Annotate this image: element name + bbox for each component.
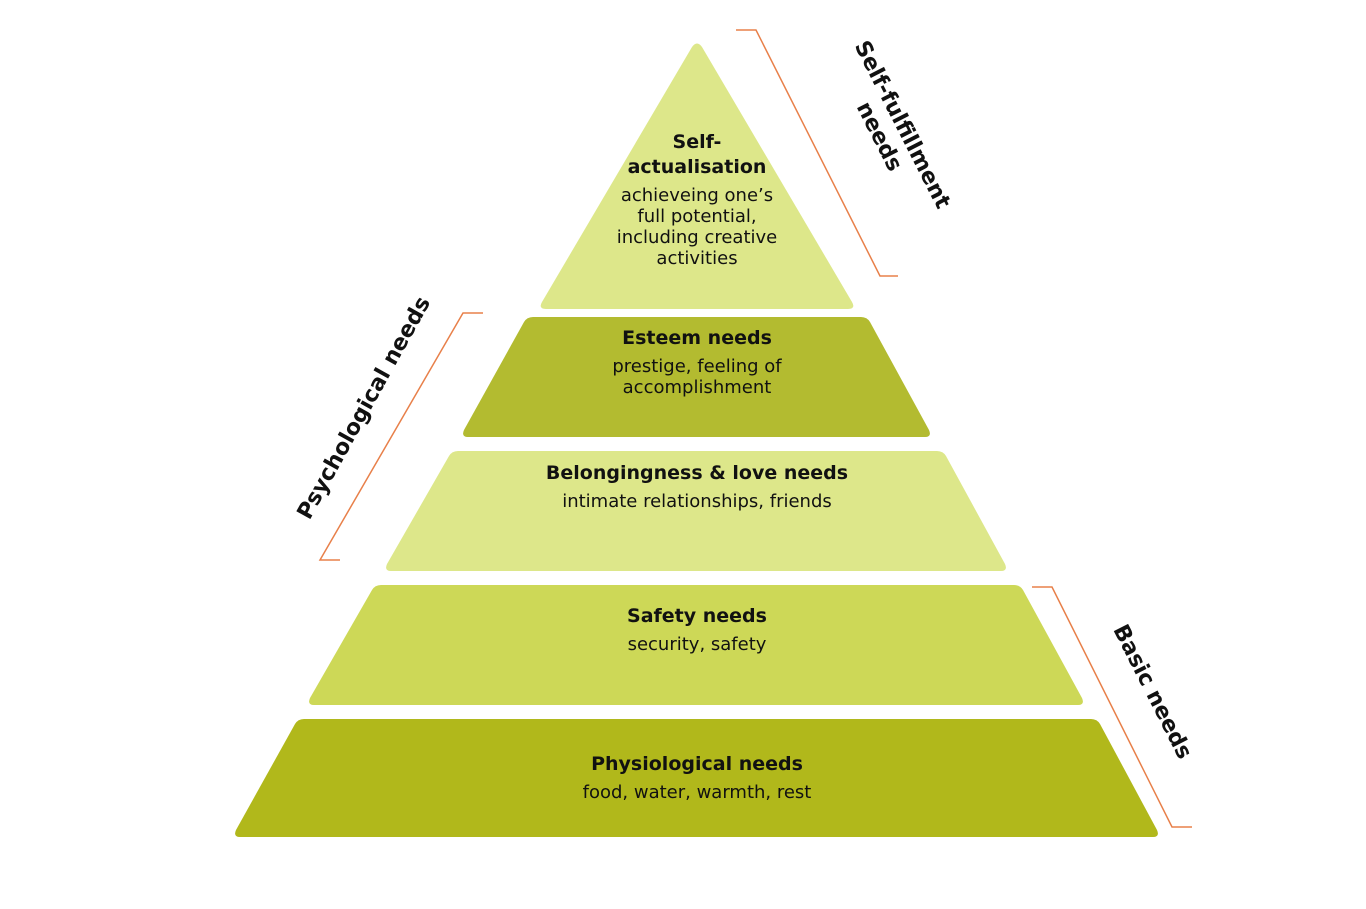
tier-physiological-shape	[235, 719, 1158, 837]
tier-title: Physiological needs	[591, 753, 803, 775]
self-fulfillment-bracket	[736, 29, 898, 277]
tier-safety: Safety needs security, safety	[547, 604, 847, 655]
tier-description: food, water, warmth, rest	[582, 782, 812, 803]
psychological-bracket	[318, 312, 483, 561]
tier-title: Safety needs	[627, 605, 767, 627]
tier-physiological: Physiological needs food, water, warmth,…	[527, 752, 867, 803]
tier-belongingness-shape	[386, 451, 1006, 571]
tier-belongingness: Belongingness & love needs intimate rela…	[497, 461, 897, 512]
tier-safety-shape	[309, 585, 1083, 705]
tier-description: intimate relationships, friends	[562, 491, 832, 512]
tier-self-actualisation: Self- actualisation achieveing one’s ful…	[582, 130, 812, 269]
tier-description: achieveing one’s full potential, includi…	[616, 185, 778, 269]
tier-description: prestige, feeling of accomplishment	[612, 356, 782, 398]
basic-bracket	[1032, 586, 1192, 828]
tier-title: Belongingness & love needs	[545, 462, 849, 484]
tier-self-actualisation-shape	[540, 43, 854, 309]
tier-esteem-shape	[463, 317, 930, 437]
tier-esteem: Esteem needs prestige, feeling of accomp…	[547, 326, 847, 398]
tier-title: Esteem needs	[622, 327, 772, 349]
tier-description: security, safety	[627, 634, 767, 655]
tier-title: Self- actualisation	[627, 131, 767, 178]
